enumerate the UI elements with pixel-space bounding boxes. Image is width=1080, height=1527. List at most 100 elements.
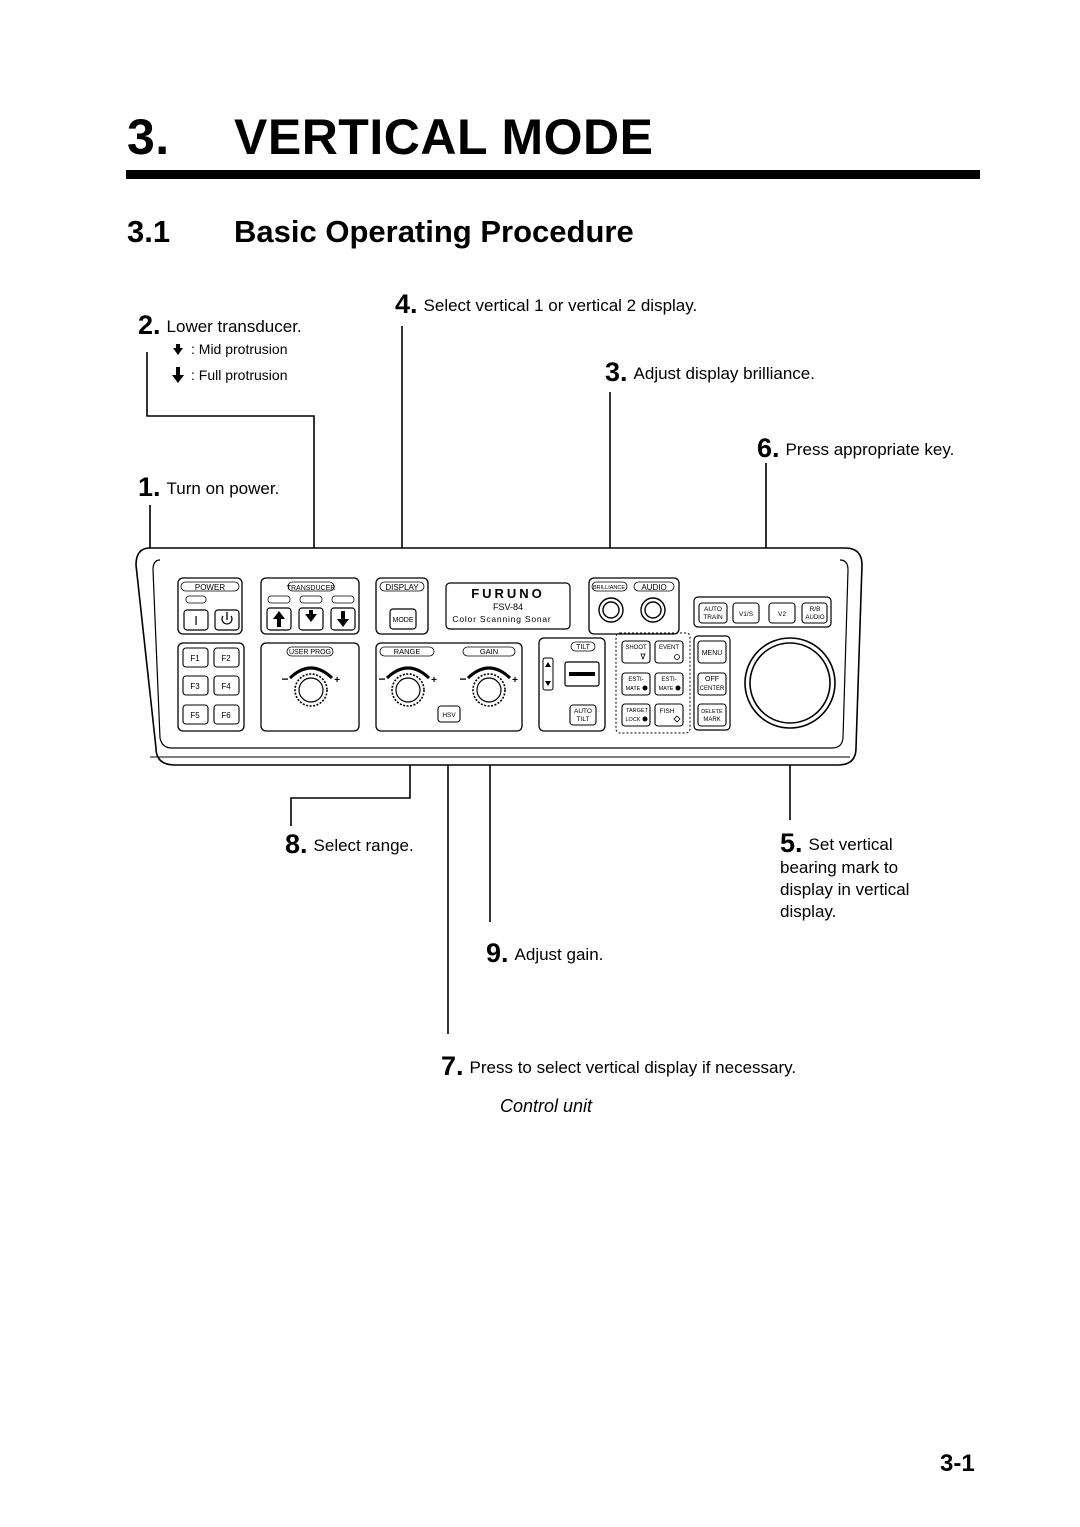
arrow-down-full-icon bbox=[337, 611, 349, 627]
estimate-2-icon bbox=[675, 685, 681, 691]
svg-text:+: + bbox=[334, 675, 340, 686]
f3-button[interactable] bbox=[182, 675, 209, 696]
shoot-label: SHOOT bbox=[625, 645, 647, 651]
delete-mark-line2: MARK bbox=[703, 717, 720, 723]
arrow-up-icon bbox=[273, 611, 285, 627]
svg-text:−: − bbox=[459, 672, 466, 686]
v2-label: V2 bbox=[778, 611, 786, 618]
gain-knob[interactable] bbox=[472, 673, 506, 707]
v2-button[interactable] bbox=[768, 602, 796, 624]
step-7-text: Press to select vertical display if nece… bbox=[469, 1058, 797, 1077]
step-8-number: 8. bbox=[285, 829, 308, 859]
fish-label: FISH bbox=[660, 708, 675, 715]
step-9-text: Adjust gain. bbox=[514, 945, 604, 964]
step-4: 4. Select vertical 1 or vertical 2 displa… bbox=[395, 291, 698, 318]
f5-button[interactable] bbox=[182, 704, 209, 725]
step-5-line2: bearing mark to bbox=[780, 858, 899, 877]
full-protrusion-text: : Full protrusion bbox=[191, 367, 288, 383]
step-4-text: Select vertical 1 or vertical 2 display. bbox=[423, 296, 698, 315]
auto-train-line1: AUTO bbox=[704, 606, 722, 613]
step-8: 8. Select range. bbox=[285, 831, 414, 858]
estimate-1-icon bbox=[642, 685, 648, 691]
shoot-button[interactable] bbox=[621, 640, 651, 664]
step-3: 3.Adjust display brilliance. bbox=[605, 359, 815, 386]
step-2: 2.Lower transducer. bbox=[138, 312, 302, 339]
tilt-rocker[interactable] bbox=[542, 657, 554, 691]
display-label: DISPLAY bbox=[385, 583, 419, 592]
step-9: 9.Adjust gain. bbox=[486, 940, 604, 967]
rb-audio-line2: AUDIO bbox=[805, 615, 824, 621]
menu-button[interactable] bbox=[697, 640, 727, 664]
f1-button[interactable] bbox=[182, 647, 209, 668]
v1s-button[interactable] bbox=[732, 602, 760, 624]
auto-tilt-button[interactable] bbox=[569, 704, 597, 726]
section-number: 3.1 bbox=[127, 214, 171, 249]
estimate-1-line2: MATE bbox=[626, 686, 641, 692]
f1-label: F1 bbox=[190, 654, 200, 663]
tilt-down-icon bbox=[545, 681, 551, 686]
auto-train-line2: TRAIN bbox=[703, 614, 723, 621]
step-7-number: 7. bbox=[441, 1051, 464, 1081]
power-on-key-label: I bbox=[194, 613, 198, 628]
chapter-title-text: VERTICAL MODE bbox=[234, 109, 654, 165]
target-lock-line1: TARGET bbox=[626, 708, 649, 714]
off-center-button[interactable] bbox=[697, 672, 727, 696]
full-protrusion-icon bbox=[172, 367, 184, 383]
tilt-up-icon bbox=[545, 662, 551, 667]
model-name: FSV-84 bbox=[493, 602, 523, 612]
f2-button[interactable] bbox=[213, 647, 240, 668]
brilliance-label: BRILLIANCE bbox=[593, 585, 625, 591]
f3-label: F3 bbox=[190, 682, 200, 691]
chapter-title: 3. VERTICAL MODE bbox=[127, 108, 654, 166]
power-on-button[interactable] bbox=[183, 609, 209, 631]
chapter-number: 3. bbox=[127, 109, 170, 165]
mid-protrusion-icon bbox=[173, 344, 183, 355]
tilt-label: TILT bbox=[576, 644, 591, 651]
auto-tilt-line1: AUTO bbox=[574, 708, 592, 715]
menu-label: MENU bbox=[702, 650, 723, 657]
figure-caption: Control unit bbox=[500, 1096, 593, 1116]
svg-text:−: − bbox=[378, 672, 385, 686]
user-prog-knob[interactable] bbox=[294, 673, 328, 707]
step-2-number: 2. bbox=[138, 310, 161, 340]
f4-button[interactable] bbox=[213, 675, 240, 696]
control-panel: POWER I TRANSDUCER DISPLAY MODE FURUNO F… bbox=[135, 547, 863, 766]
audio-label: AUDIO bbox=[641, 583, 666, 592]
f5-label: F5 bbox=[190, 711, 200, 720]
step-6-number: 6. bbox=[757, 433, 780, 463]
event-button[interactable] bbox=[654, 640, 684, 664]
estimate-2-line2: MATE bbox=[659, 686, 674, 692]
step-4-number: 4. bbox=[395, 289, 418, 319]
step-1-number: 1. bbox=[138, 472, 161, 502]
trackball[interactable] bbox=[749, 642, 831, 724]
range-label: RANGE bbox=[394, 647, 421, 656]
product-name: Color Scanning Sonar bbox=[452, 614, 551, 624]
hsv-label: HSV bbox=[442, 712, 456, 719]
step-7: 7. Press to select vertical display if ne… bbox=[441, 1053, 797, 1080]
rb-audio-line1: R/B bbox=[810, 606, 821, 613]
f6-button[interactable] bbox=[213, 704, 240, 725]
event-icon bbox=[674, 654, 680, 660]
page-number: 3-1 bbox=[940, 1450, 975, 1477]
delete-mark-line1: DELETE bbox=[701, 709, 723, 715]
step-1-text: Turn on power. bbox=[166, 479, 280, 498]
delete-mark-button[interactable] bbox=[697, 703, 727, 727]
hsv-button[interactable] bbox=[437, 705, 461, 723]
brand-logo: FURUNO bbox=[471, 586, 545, 601]
step-8-text: Select range. bbox=[313, 836, 414, 855]
off-center-line1: OFF bbox=[705, 676, 719, 683]
auto-train-button[interactable] bbox=[698, 602, 728, 624]
transducer-label: TRANSDUCER bbox=[287, 585, 336, 592]
rb-audio-button[interactable] bbox=[801, 602, 828, 624]
svg-text:+: + bbox=[431, 675, 437, 686]
step-5-line3: display in vertical bbox=[780, 880, 910, 899]
f4-label: F4 bbox=[221, 682, 231, 691]
mode-button[interactable] bbox=[389, 608, 417, 630]
range-knob[interactable] bbox=[391, 673, 425, 707]
step-6-text: Press appropriate key. bbox=[785, 440, 955, 459]
step-5: 5.Set vertical bbox=[780, 830, 893, 857]
step-1: 1. Turn on power. bbox=[138, 474, 280, 501]
leader-line-transducer bbox=[146, 352, 315, 578]
svg-text:−: − bbox=[281, 672, 288, 686]
